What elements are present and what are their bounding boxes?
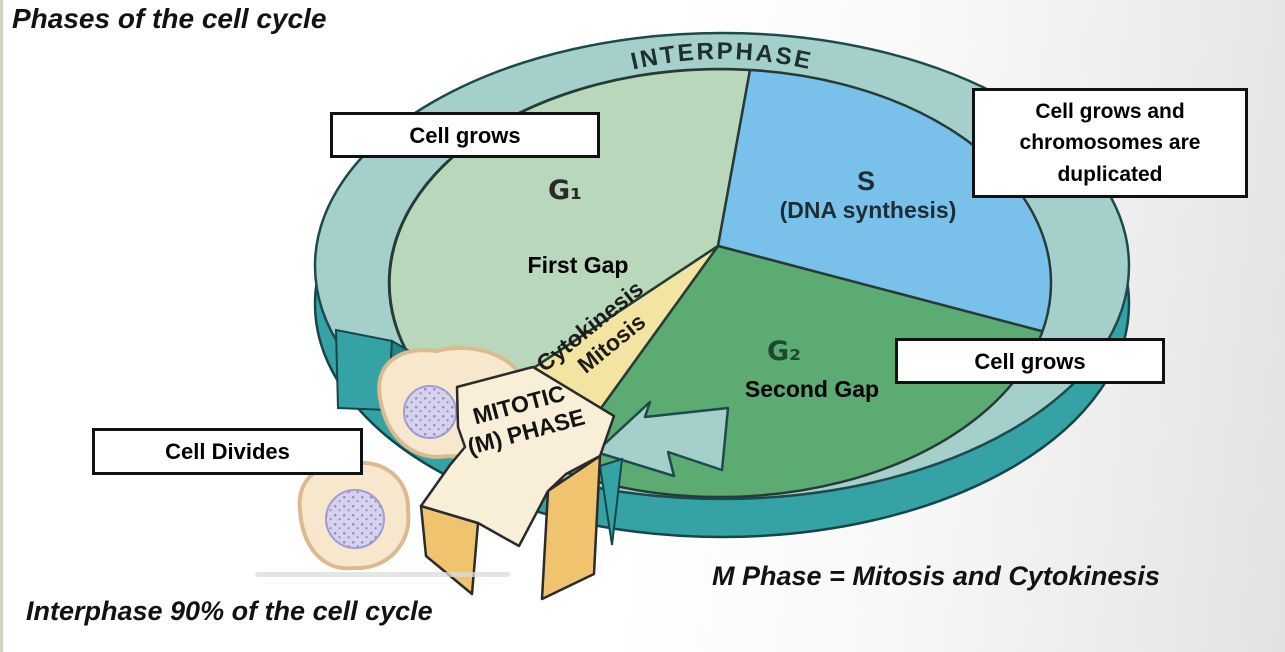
m-phase-arrow-side-right [540,454,602,601]
g2-name: Second Gap [745,376,879,402]
m-phase-arrow-top [419,365,616,548]
callout-g2-label: Cell grows [974,348,1086,374]
slide-edge-strip [0,0,3,652]
callout-m-cell-divides: Cell Divides [92,428,363,475]
s-symbol: S [857,166,875,196]
callout-m-label: Cell Divides [165,439,290,464]
g1-name: First Gap [528,252,629,278]
artifact-line [255,572,510,577]
g1-symbol: G₁ [548,175,582,206]
callout-s-label: Cell grows and chromosomes are duplicate… [1019,99,1201,186]
callout-s-cell-grows-chromosomes: Cell grows and chromosomes are duplicate… [972,88,1248,198]
footnote-interphase: Interphase 90% of the cell cycle [26,596,433,626]
m-phase-arrow: MITOTIC (M) PHASE [419,365,616,601]
ring-arrowhead-side [598,457,624,546]
g2-symbol: G₂ [767,336,801,367]
footnote-m-phase: M Phase = Mitosis and Cytokinesis [712,561,1160,591]
ring-arrowhead [594,400,730,478]
nucleus-2-speckles [326,490,384,548]
callout-g2-cell-grows: Cell grows [895,338,1165,384]
callout-g1-label: Cell grows [409,122,521,148]
nucleus-1-speckles [404,386,456,438]
page-title: Phases of the cell cycle [12,3,327,34]
callout-g1-cell-grows: Cell grows [330,112,600,158]
pie-rim [387,67,1053,499]
s-name: (DNA synthesis) [780,197,957,223]
